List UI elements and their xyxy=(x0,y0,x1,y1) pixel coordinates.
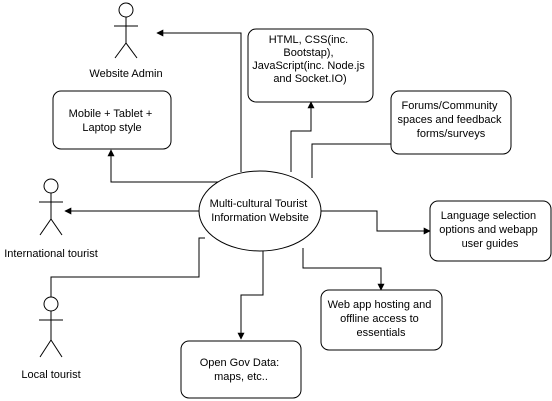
actor-leg-right xyxy=(50,218,63,236)
node-line: user guides xyxy=(462,238,519,250)
node-line: JavaScript(inc. Node.js xyxy=(252,60,365,72)
arrow-to-tech-stack xyxy=(290,101,315,172)
arrow-to-local-tourist xyxy=(47,237,205,312)
connectors xyxy=(47,29,459,340)
node-tech-stack: HTML, CSS(inc. Bootstap), JavaScript(inc… xyxy=(247,28,374,103)
center-ellipse xyxy=(198,170,322,252)
node-box xyxy=(180,340,302,399)
node-line: options and webapp xyxy=(439,224,537,236)
center-node: Multi-cultural Tourist Information Websi… xyxy=(198,170,322,252)
node-line: Open Gov Data: xyxy=(200,357,280,369)
arrow-to-open-gov-data xyxy=(237,250,264,340)
center-text: Multi-cultural Tourist Information Websi… xyxy=(210,198,311,224)
arrow-to-language-selection xyxy=(321,210,431,235)
node-web-hosting: Web app hosting and offline access to es… xyxy=(320,289,443,351)
node-line: Web app hosting and xyxy=(328,299,432,311)
center-line: Multi-cultural Tourist xyxy=(210,198,308,210)
node-line: HTML, CSS(inc. xyxy=(269,34,348,46)
actor-local-tourist: Local tourist xyxy=(21,296,81,381)
node-line: Laptop style xyxy=(82,122,141,134)
actor-leg-left xyxy=(39,339,52,358)
node-line: essentials xyxy=(357,327,406,339)
node-line: forms/surveys xyxy=(417,128,486,140)
node-box xyxy=(52,90,172,150)
actor-leg-right xyxy=(50,339,63,358)
node-line: Bootstap), xyxy=(283,47,333,59)
actor-head xyxy=(43,178,59,194)
node-line: offline access to xyxy=(340,313,419,325)
node-box xyxy=(390,90,512,155)
node-open-gov-data: Open Gov Data: maps, etc.. xyxy=(180,340,302,399)
node-line: Mobile + Tablet + xyxy=(69,108,153,120)
actor-label-website-admin: Website Admin xyxy=(89,68,162,80)
actor-head xyxy=(118,2,134,18)
node-text: Mobile + Tablet + Laptop style xyxy=(69,108,156,134)
node-box xyxy=(320,289,443,351)
center-line: Information Website xyxy=(211,212,309,224)
node-line: spaces and feedback xyxy=(397,114,501,126)
actor-website-admin: Website Admin xyxy=(89,2,163,80)
node-line: Language selection xyxy=(441,210,536,222)
node-box xyxy=(247,28,374,103)
node-box xyxy=(429,200,552,262)
node-text: HTML, CSS(inc. Bootstap), JavaScript(inc… xyxy=(252,34,368,85)
node-text: Open Gov Data: maps, etc.. xyxy=(200,357,283,383)
actor-label-local-tourist: Local tourist xyxy=(21,369,80,381)
actor-leg-left xyxy=(39,218,52,236)
node-language-selection: Language selection options and webapp us… xyxy=(429,200,552,262)
node-responsive-style: Mobile + Tablet + Laptop style xyxy=(52,90,172,150)
arrow-to-web-hosting xyxy=(302,248,385,291)
actor-label-international-tourist: International tourist xyxy=(4,248,98,260)
actor-head xyxy=(43,296,59,312)
node-text: Web app hosting and offline access to es… xyxy=(328,299,435,339)
actor-leg-left xyxy=(114,42,127,59)
node-forums: Forums/Community spaces and feedback for… xyxy=(390,90,512,155)
node-line: Forums/Community xyxy=(401,100,497,112)
node-text: Forums/Community spaces and feedback for… xyxy=(397,100,504,140)
node-text: Language selection options and webapp us… xyxy=(439,210,541,250)
node-line: and Socket.IO) xyxy=(273,73,346,85)
actor-international-tourist: International tourist xyxy=(4,178,98,260)
node-line: maps, etc.. xyxy=(214,371,268,383)
arrow-to-responsive-style xyxy=(107,149,218,183)
arrow-to-website-admin xyxy=(156,29,242,172)
actor-leg-right xyxy=(125,42,138,59)
